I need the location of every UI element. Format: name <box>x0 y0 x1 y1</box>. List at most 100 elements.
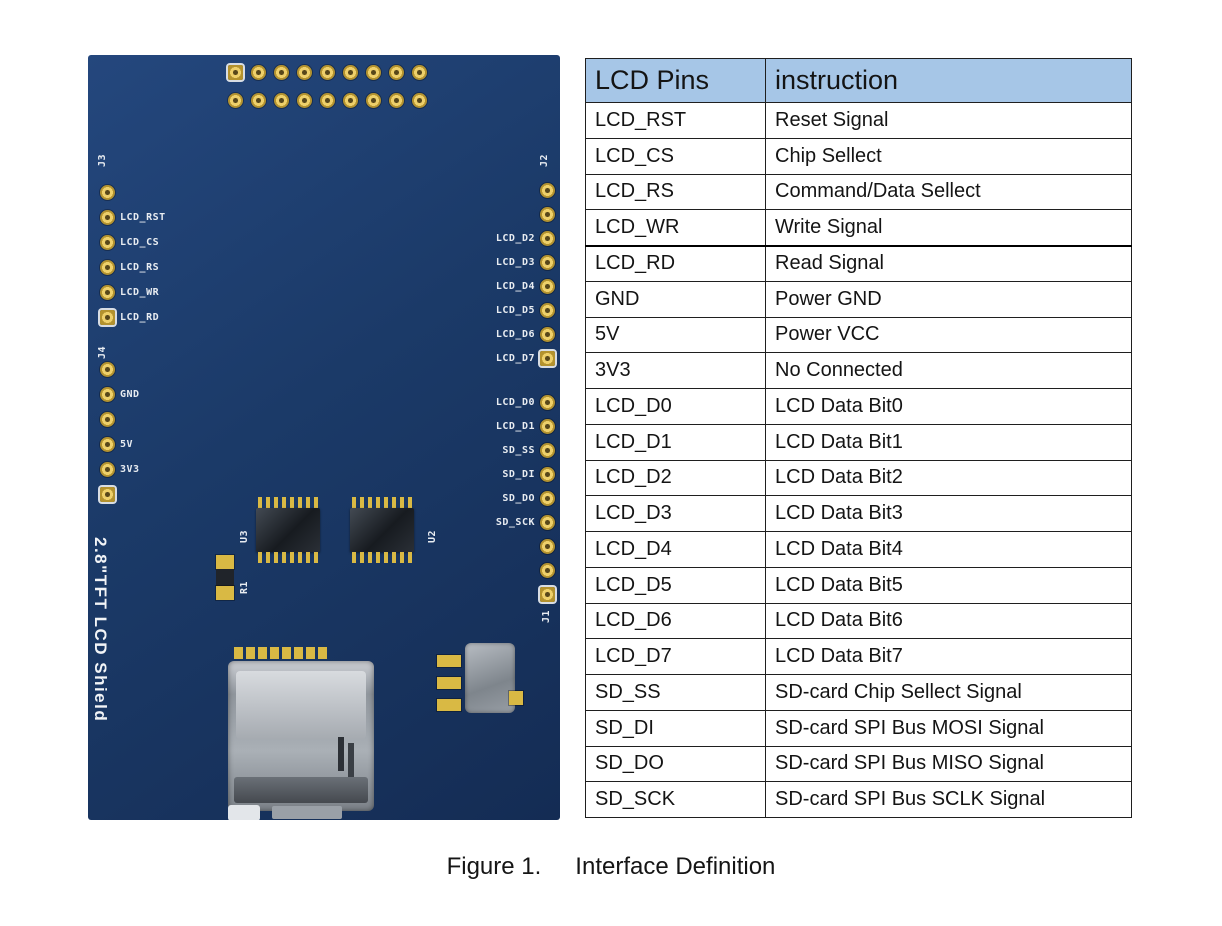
pin-row-lcd-d7: LCD_D7 <box>496 351 555 366</box>
smd-component <box>437 643 523 717</box>
solder-pad <box>540 491 555 506</box>
pcb-board-image: J3 LCD_RST LCD_CS LCD_RS LCD_WR LCD_RD J… <box>88 55 560 820</box>
solder-pad <box>437 699 461 711</box>
solder-pad <box>274 93 289 108</box>
desc-cell: SD-card Chip Sellect Signal <box>765 674 1132 711</box>
desc-cell: No Connected <box>765 352 1132 389</box>
solder-pad <box>540 515 555 530</box>
desc-cell: LCD Data Bit4 <box>765 531 1132 568</box>
resistor-body <box>216 569 234 586</box>
component-label-u3: U3 <box>239 529 251 544</box>
pin-cell: LCD_RS <box>585 173 766 211</box>
pin-cell: SD_DI <box>585 709 766 747</box>
solder-pad <box>100 210 115 225</box>
desc-cell: SD-card SPI Bus MISO Signal <box>765 745 1132 783</box>
pin-label: SD_DI <box>502 469 535 480</box>
ic-u3 <box>256 497 320 563</box>
pin-label: LCD_D3 <box>495 257 535 268</box>
pin-row-lcd-d5: LCD_D5 <box>496 303 555 318</box>
solder-pad <box>540 563 555 578</box>
pin-label: 3V3 <box>120 464 140 475</box>
figure-caption: Figure 1.Interface Definition <box>0 853 1222 881</box>
pin-row-lcd-d1: LCD_D1 <box>496 419 555 434</box>
desc-cell: LCD Data Bit3 <box>765 495 1132 532</box>
solder-pad <box>540 279 555 294</box>
sd-socket-pin <box>338 737 344 771</box>
top-pad-row-2 <box>228 93 427 108</box>
sd-slot-opening <box>234 777 368 803</box>
shield-title-silkscreen: 2.8"TFT LCD Shield <box>91 537 110 723</box>
solder-pad <box>100 235 115 250</box>
pin-label: LCD_D4 <box>495 281 535 292</box>
pin-row-lcd-wr: LCD_WR <box>100 285 159 300</box>
solder-pad <box>297 93 312 108</box>
solder-pad <box>343 65 358 80</box>
pin-label: LCD_D5 <box>495 305 535 316</box>
pin-label: LCD_D7 <box>495 353 535 364</box>
pin-label: SD_SCK <box>495 517 535 528</box>
pin-label: LCD_D2 <box>495 233 535 244</box>
pin-label: LCD_RD <box>120 312 160 323</box>
solder-pad <box>100 285 115 300</box>
solder-pad <box>540 255 555 270</box>
solder-pad <box>251 93 266 108</box>
sd-card-socket <box>228 661 374 820</box>
desc-cell: Reset Signal <box>765 102 1132 139</box>
smd-component-body <box>465 643 515 713</box>
ic-body <box>256 508 320 552</box>
pin-cell: LCD_D7 <box>585 638 766 675</box>
pin-row-sd-ss: SD_SS <box>502 443 555 458</box>
solder-pad <box>100 185 115 200</box>
pin-cell: LCD_D0 <box>585 388 766 425</box>
desc-cell: Read Signal <box>765 245 1132 282</box>
pin-label: GND <box>120 389 140 400</box>
component-label-u2: U2 <box>427 529 439 544</box>
pin-cell: LCD_D2 <box>585 459 766 497</box>
component-label-r1: R1 <box>239 580 251 595</box>
pin-cell: SD_SCK <box>585 781 766 818</box>
desc-cell: LCD Data Bit6 <box>765 602 1132 640</box>
desc-cell: LCD Data Bit5 <box>765 566 1132 604</box>
pin-row-lcd-d6: LCD_D6 <box>496 327 555 342</box>
col-header-lcd-pins: LCD Pins <box>585 58 766 103</box>
desc-cell: SD-card SPI Bus MOSI Signal <box>765 709 1132 747</box>
solder-pad <box>540 419 555 434</box>
desc-cell: Command/Data Sellect <box>765 173 1132 211</box>
solder-pad <box>100 487 115 502</box>
desc-cell: LCD Data Bit7 <box>765 638 1132 675</box>
pin-row-lcd-d2: LCD_D2 <box>496 231 555 246</box>
solder-pad <box>540 467 555 482</box>
pin-cell: LCD_RD <box>585 245 766 282</box>
resistor-r1 <box>216 555 234 600</box>
solder-pad <box>540 231 555 246</box>
pin-cell: LCD_D4 <box>585 531 766 568</box>
solder-pad <box>366 65 381 80</box>
solder-pad <box>216 586 234 600</box>
solder-pad <box>412 93 427 108</box>
solder-pad <box>389 93 404 108</box>
solder-pad <box>540 539 555 554</box>
pin-label: LCD_WR <box>120 287 160 298</box>
top-pad-row-1 <box>228 65 427 80</box>
pin-label: SD_SS <box>502 445 535 456</box>
desc-cell: Chip Sellect <box>765 137 1132 175</box>
pin-row-3v3: 3V3 <box>100 462 140 477</box>
ic-pin-row <box>352 552 412 563</box>
solder-pad <box>320 65 335 80</box>
solder-pad <box>540 183 555 198</box>
pin-row-sd-do: SD_DO <box>502 491 555 506</box>
